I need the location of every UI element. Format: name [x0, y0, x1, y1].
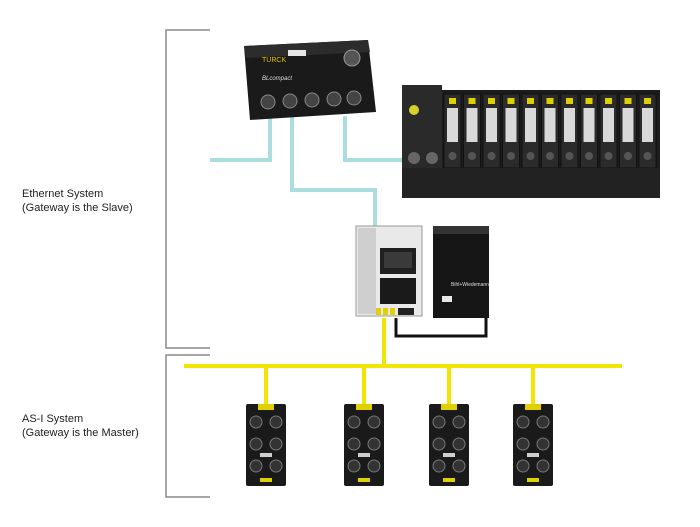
ethernet-block-model: BLcompact — [262, 76, 292, 82]
io-rack-slot — [443, 93, 462, 169]
asi-module[interactable] — [344, 404, 384, 486]
ethernet-block-module[interactable]: TURCK BLcompact — [244, 40, 376, 120]
power-cable — [394, 318, 488, 338]
io-rack-slot — [560, 93, 579, 169]
io-rack-slot — [541, 93, 559, 169]
io-rack-slot — [463, 93, 481, 169]
io-rack-slot — [502, 93, 520, 169]
ethernet-cables — [210, 116, 412, 230]
ethernet-system-label: Ethernet System (Gateway is the Slave) — [22, 187, 133, 215]
io-rack-slot — [599, 93, 618, 169]
ethernet-system-title: Ethernet System — [22, 188, 104, 200]
asi-module[interactable] — [246, 404, 286, 486]
asi-gateway[interactable] — [355, 225, 423, 317]
io-rack-slot — [521, 93, 540, 169]
asi-system-title: AS-I System — [22, 413, 84, 425]
asi-cables — [184, 318, 622, 408]
asi-system-label: AS-I System (Gateway is the Master) — [22, 412, 139, 440]
asi-module[interactable] — [429, 404, 469, 486]
asi-system-subtitle: (Gateway is the Master) — [22, 427, 139, 439]
io-rack[interactable] — [402, 85, 660, 198]
io-rack-slot — [619, 93, 637, 169]
io-rack-slot — [482, 93, 501, 169]
ethernet-system-subtitle: (Gateway is the Slave) — [22, 202, 133, 214]
asi-bracket — [165, 354, 210, 498]
io-rack-slot — [638, 93, 657, 169]
ethernet-block-brand: TURCK — [262, 57, 286, 64]
power-supply-brand: Bihl+Wiedemann — [451, 282, 489, 288]
asi-module[interactable] — [513, 404, 553, 486]
power-supply[interactable]: Bihl+Wiedemann — [433, 226, 489, 318]
io-rack-slot — [580, 93, 598, 169]
ethernet-bracket — [165, 29, 210, 349]
asi-modules — [246, 404, 553, 486]
io-rack-slots — [443, 93, 657, 169]
